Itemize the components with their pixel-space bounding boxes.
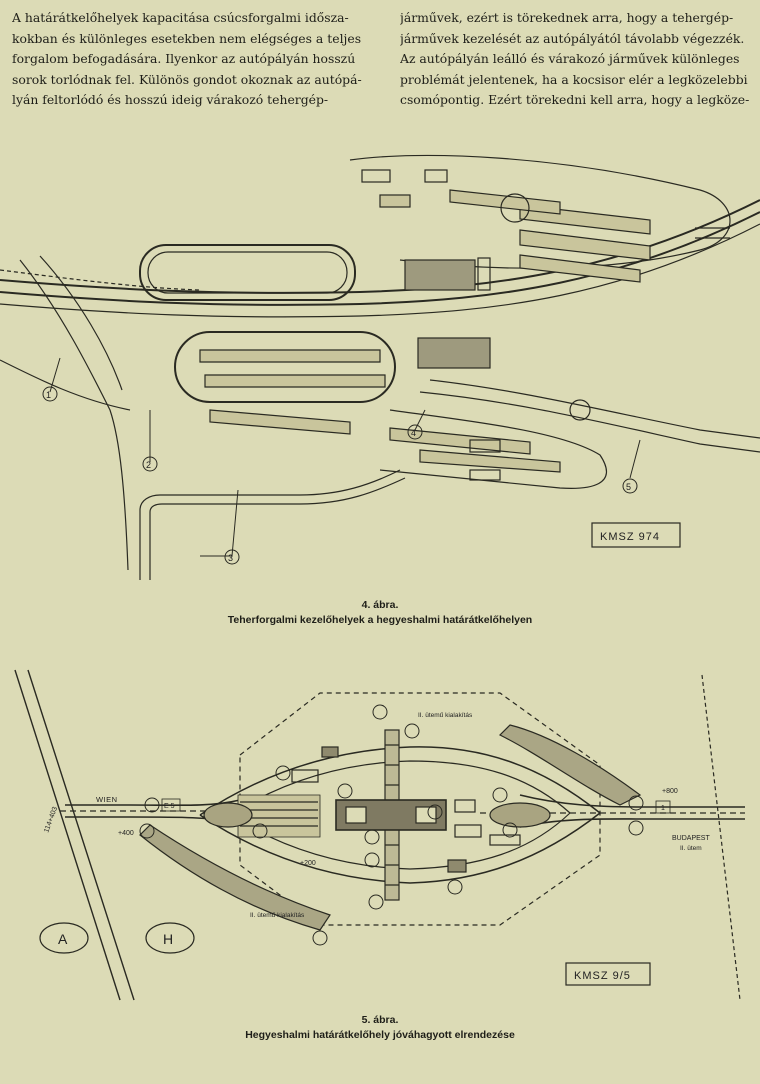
figure4-callout-5: 5 bbox=[626, 482, 631, 492]
country-h-label: H bbox=[163, 931, 173, 947]
label-budapest: BUDAPEST bbox=[672, 835, 710, 842]
label-utem: II. ütem bbox=[680, 845, 702, 852]
label-km: 114+403 bbox=[43, 806, 59, 834]
text-column-left: A határátkelőhelyek kapacitása csúcsforg… bbox=[12, 8, 362, 111]
route-e5-box bbox=[161, 798, 181, 812]
figure4-caption: 4. ábra. Teherforgalmi kezelőhelyek a he… bbox=[0, 598, 760, 628]
label-plus200: +200 bbox=[300, 860, 316, 867]
country-a-marker bbox=[39, 922, 89, 954]
text-line: csomópontig. Ezért törekedni kell arra, … bbox=[400, 92, 750, 108]
country-h-marker bbox=[145, 922, 195, 954]
figure4-stamp: KMSZ 974 bbox=[600, 531, 660, 543]
text-line: járművek kezelését az autópályától távol… bbox=[400, 30, 745, 46]
label-plus800: +800 bbox=[662, 788, 678, 795]
figure5-stamp-box bbox=[565, 962, 651, 986]
text-line: Az autópályán leálló és várakozó járműve… bbox=[400, 51, 740, 67]
route-1-box bbox=[655, 800, 671, 814]
figure5-caption-number: 5. ábra. bbox=[361, 1014, 399, 1026]
text-line: problémát jelentenek, ha a kocsisor elér… bbox=[400, 71, 748, 87]
text-line: sorok torlódnak fel. Különös gondot okoz… bbox=[12, 71, 362, 87]
country-a-label: A bbox=[58, 931, 68, 947]
text-line: lyán feltorlódó és hosszú ideig várakozó… bbox=[12, 92, 329, 108]
figure-4-plan: 1 2 3 4 5 KMSZ 974 bbox=[0, 154, 760, 580]
label-top-stage: II. ütemű kialakítás bbox=[418, 712, 473, 719]
figure4-stamp-box bbox=[591, 522, 681, 548]
figure4-callout-3: 3 bbox=[228, 553, 233, 563]
figure4-caption-number: 4. ábra. bbox=[361, 599, 399, 611]
figure-5-plan: E 5 1 WIEN BUDAPEST +400 +800 +200 114+4… bbox=[14, 669, 745, 1001]
figure4-callout-4: 4 bbox=[411, 428, 416, 438]
text-line: kokban és különleges esetekben nem elégs… bbox=[12, 30, 362, 46]
figure5-caption: 5. ábra. Hegyeshalmi határátkelőhely jóv… bbox=[0, 1013, 760, 1043]
figure4-caption-title: Teherforgalmi kezelőhelyek a hegyeshalmi… bbox=[227, 614, 533, 626]
figure4-callout-2: 2 bbox=[146, 460, 151, 470]
figure4-callout-1: 1 bbox=[46, 390, 51, 400]
label-wien: WIEN bbox=[96, 795, 118, 804]
figure5-caption-title: Hegyeshalmi határátkelőhely jóváhagyott … bbox=[245, 1029, 515, 1041]
text-line: járművek, ezért is törekednek arra, hogy… bbox=[400, 10, 734, 25]
label-bottom-stage: II. ütemű kialakítás bbox=[250, 912, 305, 919]
route-e5-label: E 5 bbox=[164, 803, 175, 810]
route-1-label: 1 bbox=[661, 805, 665, 812]
label-plus400: +400 bbox=[118, 830, 134, 837]
text-column-right: járművek, ezért is törekednek arra, hogy… bbox=[400, 8, 752, 111]
text-line: A határátkelőhelyek kapacitása csúcsforg… bbox=[12, 10, 349, 25]
figure5-stamp: KMSZ 9/5 bbox=[574, 970, 631, 982]
text-line: forgalom befogadására. Ilyenkor az autóp… bbox=[12, 51, 356, 67]
